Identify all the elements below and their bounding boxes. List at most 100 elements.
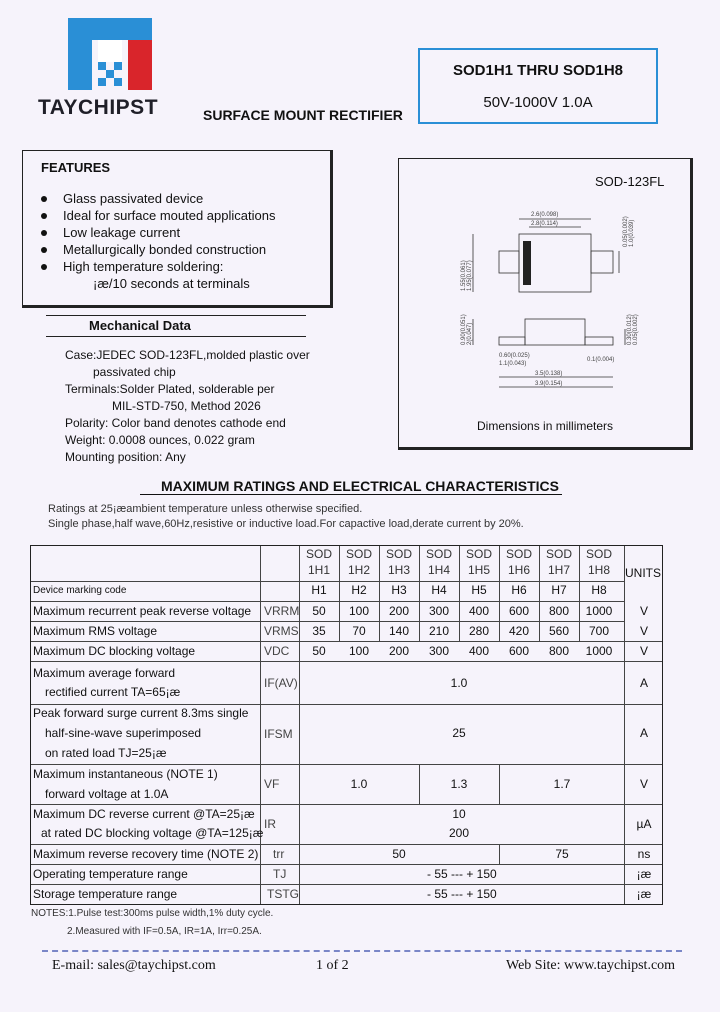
- mech-line: Mounting position: Any: [65, 450, 186, 464]
- value: 200: [388, 604, 410, 618]
- dim-label: 0.1(0.004): [587, 357, 614, 363]
- symbol: IR: [264, 817, 276, 831]
- dim-label: 0.05(0.002): [623, 216, 629, 247]
- model-header: 1H2: [347, 563, 370, 577]
- unit: ¡æ: [636, 887, 652, 901]
- symbol: VF: [264, 777, 280, 791]
- mech-line: Terminals:Solder Plated, solderable per: [65, 382, 275, 396]
- unit: A: [639, 676, 648, 690]
- model-header: SOD: [345, 547, 372, 561]
- col-divider: [499, 546, 500, 641]
- value: 25: [452, 726, 466, 740]
- model-header: SOD: [505, 547, 532, 561]
- feature-text: High temperature soldering:: [63, 259, 224, 274]
- characteristics-table: SOD SOD SOD SOD SOD SOD SOD SOD 1H1 1H2 …: [30, 545, 663, 905]
- bullet-icon: [41, 213, 47, 219]
- value: 1000: [585, 604, 613, 618]
- row-divider: [31, 601, 624, 602]
- model-header: 1H8: [587, 563, 610, 577]
- unit: V: [639, 624, 648, 638]
- model-header: SOD: [465, 547, 492, 561]
- marking-code: H2: [351, 583, 367, 597]
- row-divider: [31, 621, 624, 622]
- feature-item-continued: ¡æ/10 seconds at terminals: [93, 276, 250, 291]
- mechanical-title: Mechanical Data: [89, 318, 191, 333]
- dim-label: 1.1(0.043): [499, 361, 526, 367]
- row-divider: [31, 764, 662, 765]
- dim-label: 1.0(0.039): [629, 220, 635, 247]
- marking-code: H1: [311, 583, 327, 597]
- row-divider: [31, 864, 662, 865]
- row-divider: [31, 844, 662, 845]
- value: 600: [508, 644, 530, 658]
- value: 1.0: [350, 777, 368, 791]
- marking-code: H7: [551, 583, 567, 597]
- row-label: Maximum RMS voltage: [33, 624, 158, 638]
- row-divider: [31, 661, 662, 662]
- col-divider: [260, 546, 261, 904]
- symbol: VRMS: [264, 624, 299, 638]
- value: 1000: [585, 644, 613, 658]
- feature-item: Glass passivated device: [41, 191, 204, 206]
- dim-label: 0.60(0.025): [499, 353, 530, 359]
- col-divider: [499, 844, 500, 864]
- value: 200: [448, 826, 470, 840]
- footer-email[interactable]: E-mail: sales@taychipst.com: [52, 958, 216, 973]
- unit: V: [639, 604, 648, 618]
- footer-website[interactable]: Web Site: www.taychipst.com: [506, 958, 676, 973]
- value: 200: [388, 644, 410, 658]
- model-header: 1H3: [387, 563, 410, 577]
- unit: ¡æ: [636, 867, 652, 881]
- dim-label: 1.95(0.077): [467, 260, 473, 291]
- row-divider: [31, 804, 662, 805]
- model-header: 1H7: [547, 563, 570, 577]
- col-divider: [419, 764, 420, 804]
- value: 800: [548, 604, 570, 618]
- unit: ns: [637, 847, 651, 861]
- model-header: SOD: [305, 547, 332, 561]
- value: 700: [588, 624, 610, 638]
- model-header: 1H5: [467, 563, 490, 577]
- col-divider: [299, 546, 300, 904]
- dim-label: 2.8(0.114): [531, 221, 558, 227]
- value: 600: [508, 604, 530, 618]
- feature-text: Low leakage current: [63, 225, 181, 240]
- value: 560: [548, 624, 570, 638]
- unit: A: [639, 726, 648, 740]
- mech-line: Weight: 0.0008 ounces, 0.022 gram: [65, 433, 255, 447]
- package-caption: Dimensions in millimeters: [477, 419, 614, 433]
- value: 800: [548, 644, 570, 658]
- model-header: SOD: [585, 547, 612, 561]
- symbol: trr: [273, 847, 285, 861]
- marking-code: H5: [471, 583, 487, 597]
- row-label: Maximum DC blocking voltage: [33, 644, 196, 658]
- dim-label: 0.30(0.012): [627, 314, 633, 345]
- symbol: VDC: [264, 644, 290, 658]
- package-name: SOD-123FL: [595, 174, 665, 189]
- table-note: NOTES:1.Pulse test:300ms pulse width,1% …: [31, 908, 274, 919]
- dim-label: 3.9(0.154): [535, 381, 562, 387]
- value: 70: [352, 624, 366, 638]
- dim-label: 2.6(0.098): [531, 212, 558, 218]
- row-label: Peak forward surge current 8.3ms single: [33, 706, 249, 720]
- value: 300: [428, 644, 450, 658]
- row-divider: [31, 641, 662, 642]
- col-divider: [499, 764, 500, 804]
- dim-label: 2(0.047): [467, 323, 473, 345]
- value: 210: [428, 624, 450, 638]
- row-label: Operating temperature range: [33, 867, 188, 881]
- symbol: IFSM: [264, 727, 293, 741]
- value: 1.0: [450, 676, 468, 690]
- col-divider: [339, 546, 340, 641]
- symbol: TSTG: [267, 887, 299, 901]
- value: 400: [468, 604, 490, 618]
- row-label: half-sine-wave superimposed: [45, 726, 202, 740]
- feature-text: Glass passivated device: [63, 191, 204, 206]
- company-logo: [68, 18, 152, 90]
- feature-text: Ideal for surface mouted applications: [63, 208, 276, 223]
- value: 400: [468, 644, 490, 658]
- value: - 55 --- + 150: [427, 887, 497, 901]
- symbol: TJ: [273, 867, 287, 881]
- cathode-band: [523, 241, 531, 285]
- ratings-note: Ratings at 25¡æambient temperature unles…: [48, 503, 363, 515]
